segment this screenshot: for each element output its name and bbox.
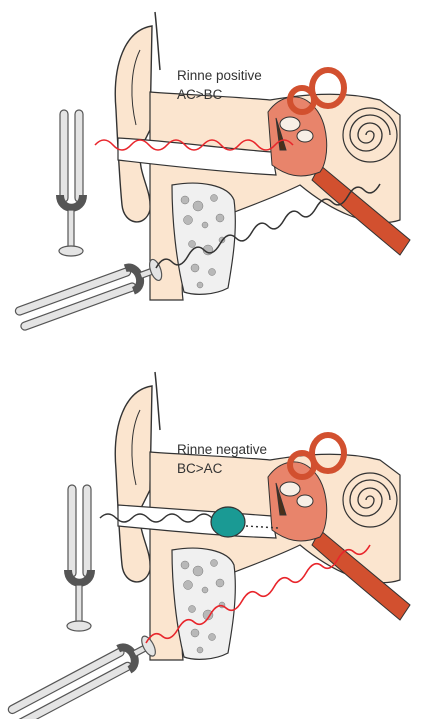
rinne-negative-relation: BC>AC: [177, 459, 267, 478]
tuning-fork-bone: [7, 633, 159, 719]
tuning-fork-bone: [14, 257, 164, 331]
head-outline: [155, 372, 160, 430]
cochlea: [343, 108, 397, 162]
tuning-fork-air: [67, 485, 91, 631]
rinne-negative-title: Rinne negative: [177, 440, 267, 459]
head-outline: [155, 12, 160, 70]
cochlea: [343, 473, 397, 527]
auricle: [115, 386, 152, 582]
rinne-negative-illustration: [0, 360, 423, 719]
tuning-fork-air: [59, 110, 83, 256]
rinne-negative-label: Rinne negative BC>AC: [177, 440, 267, 478]
rinne-positive-label: Rinne positive AC>BC: [177, 66, 262, 104]
auricle: [115, 26, 152, 222]
rinne-positive-illustration: [0, 0, 423, 359]
ear-canal-obstruction: [211, 507, 245, 537]
rinne-positive-title: Rinne positive: [177, 66, 262, 85]
rinne-negative-panel: Rinne negative BC>AC: [0, 360, 423, 719]
rinne-positive-panel: Rinne positive AC>BC: [0, 0, 423, 359]
rinne-positive-relation: AC>BC: [177, 85, 262, 104]
